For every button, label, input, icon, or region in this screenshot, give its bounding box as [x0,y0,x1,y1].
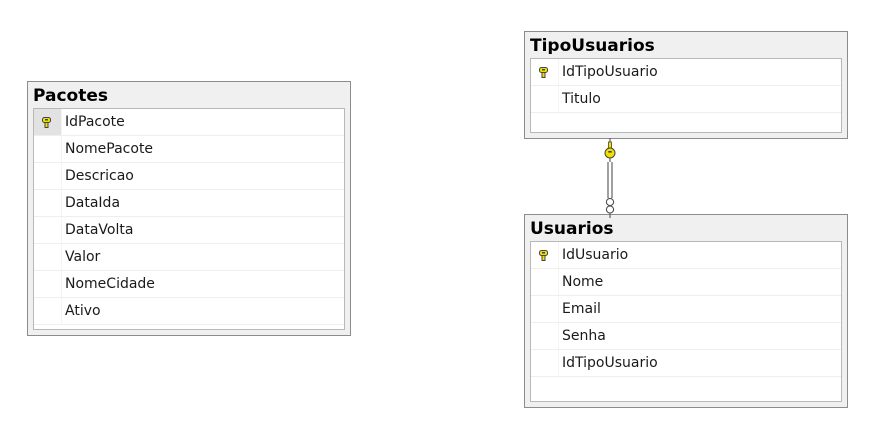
table-title[interactable]: Usuarios [530,219,614,237]
table-title[interactable]: Pacotes [33,86,109,104]
row-selector[interactable] [531,242,559,268]
column-row-idtipousuario[interactable]: IdTipoUsuario [531,59,841,86]
table-pacotes[interactable]: Pacotes IdPacote NomePacote Descricao Da… [27,81,351,336]
column-name: Descricao [65,168,134,184]
row-selector[interactable] [531,296,559,322]
primary-key-icon [539,67,548,78]
column-row-descricao[interactable]: Descricao [34,163,344,190]
column-row-nome[interactable]: Nome [531,269,841,296]
row-selector[interactable] [34,217,62,243]
table-tipousuarios[interactable]: TipoUsuarios IdTipoUsuario Titulo [524,31,848,139]
column-row-senha[interactable]: Senha [531,323,841,350]
row-selector[interactable] [531,323,559,349]
row-selector[interactable] [531,269,559,295]
column-name: DataIda [65,195,121,211]
row-selector[interactable] [34,163,62,189]
column-row-idusuario[interactable]: IdUsuario [531,242,841,269]
column-row-valor[interactable]: Valor [34,244,344,271]
row-selector[interactable] [34,271,62,297]
column-name: Titulo [562,91,601,107]
column-row-datavolta[interactable]: DataVolta [34,217,344,244]
column-row-nomepacote[interactable]: NomePacote [34,136,344,163]
row-selector[interactable] [531,59,559,85]
column-list: IdUsuario Nome Email Senha IdTipoUsuario [530,241,842,402]
primary-key-icon [42,117,51,128]
column-name: Ativo [65,303,101,319]
row-selector[interactable] [531,350,559,376]
column-name: IdTipoUsuario [562,355,658,371]
column-row-dataida[interactable]: DataIda [34,190,344,217]
column-row-ativo[interactable]: Ativo [34,298,344,325]
column-row-nomecidade[interactable]: NomeCidade [34,271,344,298]
row-selector[interactable] [34,298,62,324]
row-selector[interactable] [34,244,62,270]
column-name: IdUsuario [562,247,629,263]
table-usuarios[interactable]: Usuarios IdUsuario Nome Email Senha [524,214,848,408]
column-name: NomePacote [65,141,154,157]
row-selector[interactable] [34,109,62,135]
column-name: IdTipoUsuario [562,64,658,80]
relationship-line[interactable] [607,162,613,198]
row-selector[interactable] [34,136,62,162]
many-end-infinity-icon [605,197,615,218]
row-selector[interactable] [531,86,559,112]
column-row-idpacote[interactable]: IdPacote [34,109,344,136]
one-end-key-icon [604,138,616,162]
column-row-idtipousuario[interactable]: IdTipoUsuario [531,350,841,377]
column-name: Senha [562,328,606,344]
column-name: Email [562,301,601,317]
column-list: IdPacote NomePacote Descricao DataIda Da… [33,108,345,330]
row-selector[interactable] [34,190,62,216]
column-name: IdPacote [65,114,125,130]
column-name: NomeCidade [65,276,155,292]
column-list: IdTipoUsuario Titulo [530,58,842,133]
column-row-titulo[interactable]: Titulo [531,86,841,113]
column-row-email[interactable]: Email [531,296,841,323]
column-name: Nome [562,274,604,290]
relationship-connector[interactable] [596,138,624,218]
primary-key-icon [539,250,548,261]
column-name: DataVolta [65,222,134,238]
table-title[interactable]: TipoUsuarios [530,36,655,54]
column-name: Valor [65,249,101,265]
